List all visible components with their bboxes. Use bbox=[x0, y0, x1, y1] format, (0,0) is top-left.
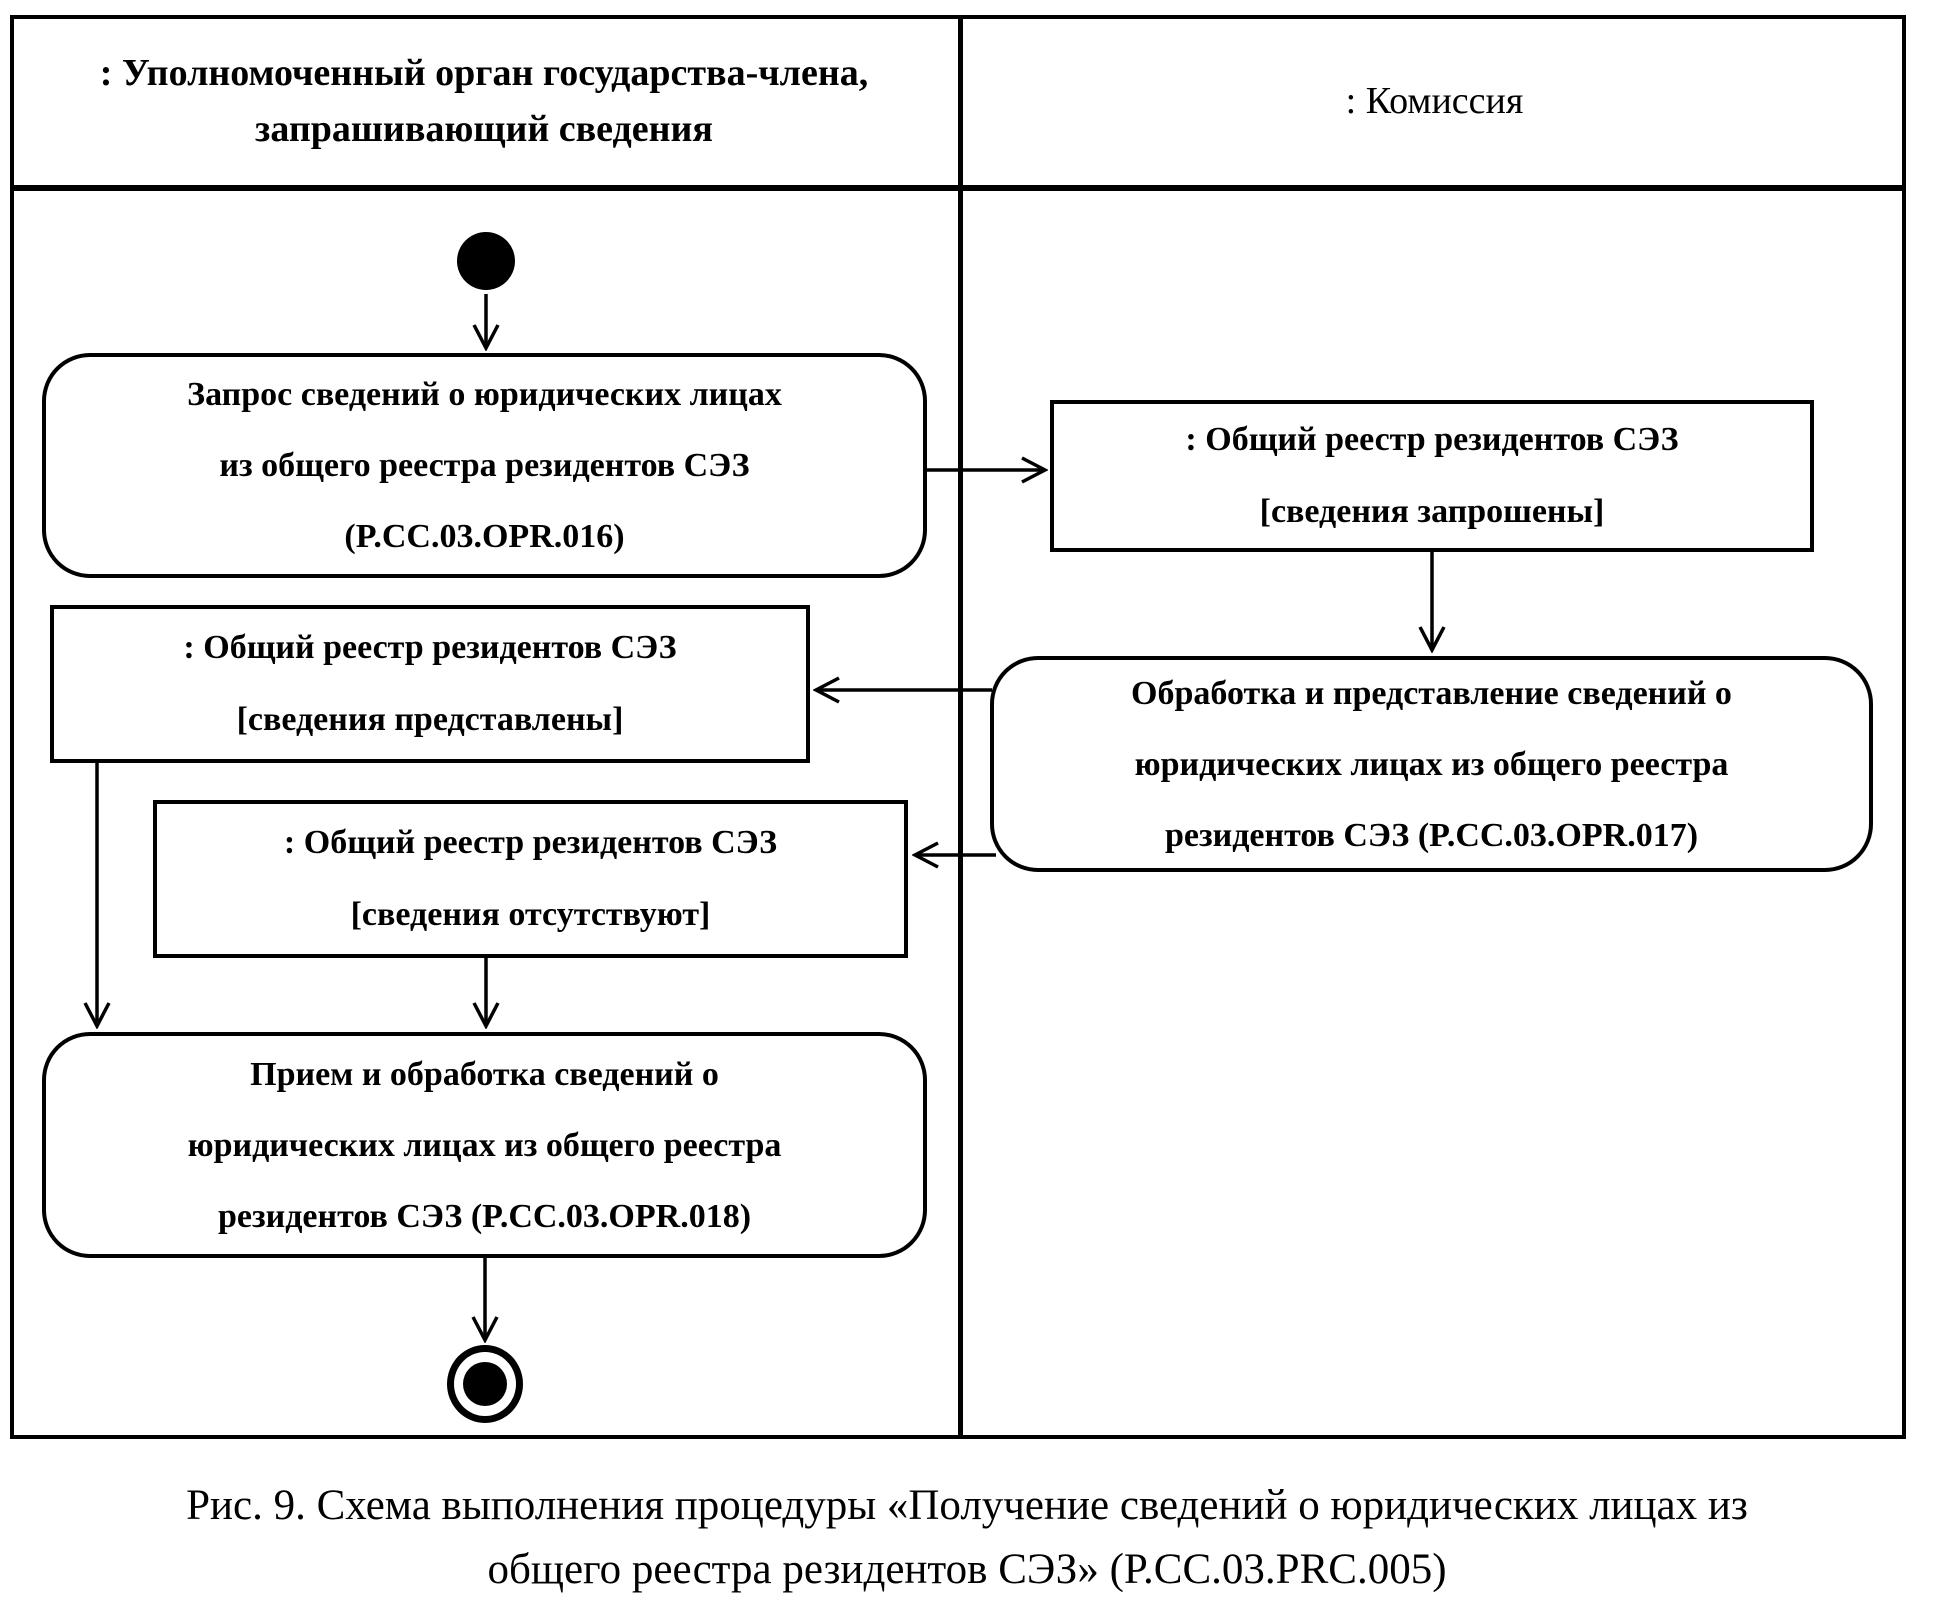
object-registry-provided-name: : Общий реестр резидентов СЭЗ bbox=[183, 629, 677, 666]
object-registry-requested: : Общий реестр резидентов СЭЗ [сведения … bbox=[1050, 400, 1814, 552]
initial-node-icon bbox=[457, 232, 515, 290]
lane-header-requester: : Уполномоченный орган государства-члена… bbox=[10, 15, 958, 186]
object-registry-missing-state: [сведения отсутствуют] bbox=[350, 896, 711, 933]
activity-receive-line3: резидентов СЭЗ (P.CC.03.OPR.018) bbox=[217, 1197, 752, 1235]
lane-header-separator bbox=[10, 185, 1906, 191]
final-node-icon bbox=[447, 1345, 523, 1423]
object-registry-missing-name: : Общий реестр резидентов СЭЗ bbox=[283, 824, 778, 861]
activity-request-line2: из общего реестра резидентов СЭЗ bbox=[219, 447, 750, 484]
object-registry-provided: : Общий реестр резидентов СЭЗ [сведения … bbox=[50, 605, 810, 763]
activity-receive-line2: юридических лицах из общего реестра bbox=[187, 1126, 782, 1164]
activity-receive: Прием и обработка сведений о юридических… bbox=[42, 1032, 927, 1258]
activity-request: Запрос сведений о юридических лицах из о… bbox=[42, 353, 927, 578]
final-node-dot bbox=[463, 1362, 507, 1406]
lane-header-commission: : Комиссия bbox=[963, 15, 1906, 186]
activity-processing: Обработка и представление сведений о юри… bbox=[990, 656, 1873, 872]
lane-header-requester-line2: запрашивающий сведения bbox=[255, 107, 713, 150]
activity-receive-line1: Прием и обработка сведений о bbox=[250, 1055, 719, 1093]
activity-request-line1: Запрос сведений о юридических лицах bbox=[187, 376, 782, 413]
object-registry-missing: : Общий реестр резидентов СЭЗ [сведения … bbox=[153, 800, 908, 958]
lane-header-requester-line1: : Уполномоченный орган государства-члена… bbox=[99, 51, 869, 94]
figure-caption-line1: Рис. 9. Схема выполнения процедуры «Полу… bbox=[186, 1482, 1748, 1529]
figure-caption-line2: общего реестра резидентов СЭЗ» (P.CC.03.… bbox=[487, 1546, 1447, 1593]
lane-divider bbox=[958, 15, 963, 1439]
object-registry-requested-name: : Общий реестр резидентов СЭЗ bbox=[1185, 421, 1679, 458]
object-registry-provided-state: [сведения представлены] bbox=[236, 701, 624, 738]
lane-header-commission-title: : Комиссия bbox=[1345, 79, 1524, 122]
activity-processing-line3: резидентов СЭЗ (P.CC.03.OPR.017) bbox=[1164, 816, 1699, 854]
activity-processing-line2: юридических лицах из общего реестра bbox=[1134, 745, 1729, 783]
activity-request-line3: (P.CC.03.OPR.016) bbox=[344, 518, 625, 555]
object-registry-requested-state: [сведения запрошены] bbox=[1259, 493, 1605, 530]
activity-processing-line1: Обработка и представление сведений о bbox=[1131, 674, 1732, 712]
figure-caption: Рис. 9. Схема выполнения процедуры «Полу… bbox=[0, 1474, 1934, 1602]
